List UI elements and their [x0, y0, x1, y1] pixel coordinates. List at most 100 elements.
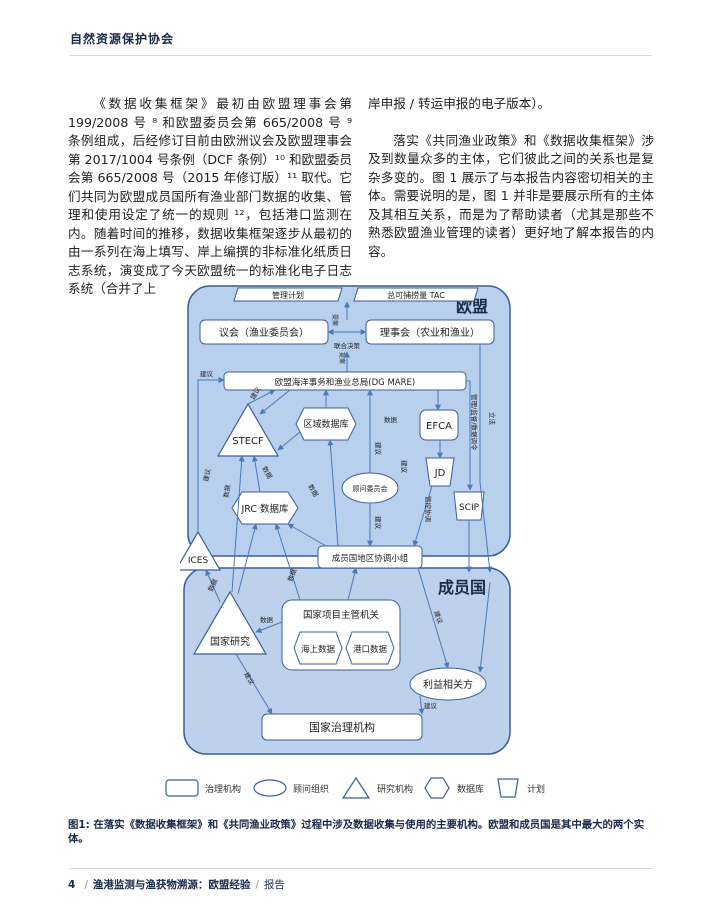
- data-label-regionaldb: 数据: [384, 415, 398, 424]
- footer-separator-2: /: [255, 879, 259, 891]
- arrow-program-to-research: [255, 621, 283, 633]
- legend-research-swatch: [341, 776, 371, 799]
- data-label-program-research: 数据: [260, 615, 274, 624]
- jd-plan-shape: [425, 457, 455, 487]
- stakeholders-label: 利益相关方: [423, 678, 473, 691]
- data-label-stecf: 数据: [221, 483, 232, 498]
- legend-plan-label: 计划: [527, 784, 546, 795]
- ices-triangle: [180, 530, 222, 571]
- legend-database-label: 数据库: [457, 784, 485, 795]
- footer-rule: [70, 868, 652, 869]
- management-label: 管理/监督/数据调令: [470, 394, 479, 451]
- data-label-program-jrc: 数据: [285, 567, 298, 583]
- advisory-council-label: 顾问委员会: [353, 484, 388, 493]
- member-region-label: 成员国: [438, 578, 486, 597]
- legend-advisory-label: 顾问组织: [293, 784, 330, 795]
- footer-type: 报告: [263, 879, 285, 891]
- publisher-header: 自然资源保护协会: [70, 32, 175, 46]
- regional-coord-label: 成员国地区协调小组: [332, 553, 409, 564]
- suggest-label-coord: 建议: [374, 516, 383, 530]
- arrow-stakeholders-to-governance: [418, 695, 425, 715]
- right-column: 岸申报 / 转运申报的电子版本）。 落实《共同渔业政策》和《数据收集框架》涉及到…: [368, 95, 654, 279]
- arrow-regionaldb-to-stecf: [277, 431, 301, 451]
- eu-region-label: 欧盟: [456, 297, 488, 316]
- legend-advisory-swatch: [253, 779, 287, 797]
- arrow-ices-to-dgmare: [197, 377, 225, 532]
- page-footer: 4/渔港监测与渔获物溯源：欧盟经验/报告: [68, 877, 285, 892]
- dg-mare-label: 欧盟海洋事务和渔业总局(DG MARE): [275, 377, 415, 388]
- figure-caption: 图1: 在落实《数据收集框架》和《共同渔业政策》过程中涉及数据收集与使用的主要机…: [68, 819, 645, 845]
- port-data-hexagon: [345, 631, 395, 665]
- national-program-label: 国家项目主管机关: [303, 609, 380, 621]
- header-rule: [70, 55, 652, 56]
- legend-governance-label: 治理机构: [205, 784, 242, 795]
- council-label: 理事会（农业和渔业）: [380, 326, 480, 339]
- suggest-label-bottom: 建议: [424, 701, 438, 710]
- suggest-label-advisory: 建议: [374, 442, 383, 456]
- legend-governance: 治理机构: [165, 773, 241, 803]
- arrow-research-to-jrc: [237, 523, 258, 595]
- arrow-research-to-governance: [235, 653, 273, 715]
- footer-separator: /: [84, 879, 88, 891]
- stecf-label: STECF: [232, 436, 264, 447]
- arrow-jrc-to-stecf: [251, 455, 261, 493]
- national-research-triangle: [192, 590, 268, 655]
- arrow-coord-to-jrc: [287, 523, 327, 547]
- arrow-coord-to-regionaldb: [327, 439, 339, 547]
- sea-data-hexagon: [293, 631, 343, 665]
- management-plan-label: 管理计划: [272, 290, 304, 300]
- legend-plan: 计划: [495, 773, 545, 803]
- proposal-label-top: 提案: [331, 314, 339, 326]
- scip-plan-shape: [453, 491, 485, 521]
- connectors: [197, 344, 493, 715]
- regional-db-label: 区域数据库: [303, 418, 348, 430]
- sea-data-label: 海上数据: [301, 644, 336, 655]
- legislate-label: 立法: [488, 412, 497, 426]
- institution-diagram: 欧盟 成员国 管理计划 总可捕捞量 TAC 议会（渔业委员会） 理事会（农业和渔…: [180, 285, 511, 755]
- national-research-label: 国家研究: [210, 635, 250, 648]
- jrc-db-label: JRC 数据库: [240, 503, 289, 515]
- proposal-label-mid: 提案: [338, 352, 346, 364]
- suggest-label-left: 建议: [201, 467, 212, 482]
- arrow-jd-to-coord: [412, 485, 433, 547]
- arrow-program-to-coord: [347, 567, 358, 601]
- left-paragraph: 《数据收集框架》最初由欧盟理事会第 199/2008 号 ⁸ 和欧盟委员会第 6…: [68, 96, 352, 296]
- efca-label: EFCA: [426, 421, 452, 432]
- legend-database: 数据库: [423, 773, 484, 803]
- legend-governance-swatch: [165, 779, 199, 797]
- parliament-label: 议会（渔业委员会）: [219, 326, 309, 339]
- tac-plan-label: 总可捕捞量 TAC: [387, 290, 445, 300]
- ices-label: ICES: [188, 556, 209, 566]
- page-number: 4: [68, 879, 76, 891]
- suggest-label-right: 建议: [400, 460, 409, 474]
- arrow-dgmare-management: [466, 380, 473, 491]
- legend-research: 研究机构: [341, 773, 413, 803]
- national-governance-box: [261, 713, 423, 741]
- management-plan-shape: [233, 287, 343, 302]
- arrow-program-to-jrc: [274, 523, 301, 601]
- suggest-label-ices: 建议: [200, 369, 214, 378]
- arrow-council-to-member: [479, 344, 493, 573]
- national-governance-label: 国家治理机构: [309, 720, 375, 734]
- arrow-research-to-stecf: [231, 455, 245, 593]
- diagram-legend: 治理机构 顾问组织 研究机构 数据库 计划: [165, 773, 585, 803]
- control-coord-label: 管控协调: [424, 496, 433, 522]
- port-data-label: 港口数据: [353, 644, 388, 655]
- suggest-label-stakeholders: 建议: [432, 610, 445, 626]
- legend-plan-swatch: [497, 778, 519, 798]
- left-column: 《数据收集框架》最初由欧盟理事会第 199/2008 号 ⁸ 和欧盟委员会第 6…: [68, 95, 352, 317]
- jrc-db-hexagon: [231, 491, 299, 525]
- right-paragraph-1: 岸申报 / 转运申报的电子版本）。: [368, 96, 551, 111]
- regional-db-hexagon: [295, 407, 357, 441]
- arrow-research-to-ices: [205, 569, 221, 603]
- arrow-coord-to-stakeholders: [417, 567, 450, 669]
- right-paragraph-2: 落实《共同渔业政策》和《数据收集框架》涉及到数量众多的主体，它们彼此之间的关系也…: [368, 132, 654, 259]
- tac-plan-shape: [353, 287, 479, 302]
- jd-label: JD: [434, 468, 446, 479]
- arrow-dgmare-to-stecf: [259, 389, 291, 415]
- arrow-member-to-stakeholders: [477, 581, 491, 673]
- legend-research-label: 研究机构: [377, 784, 414, 795]
- legend-advisory: 顾问组织: [253, 773, 329, 803]
- codecision-label: 联合决策: [334, 341, 361, 350]
- legend-database-swatch: [424, 777, 450, 799]
